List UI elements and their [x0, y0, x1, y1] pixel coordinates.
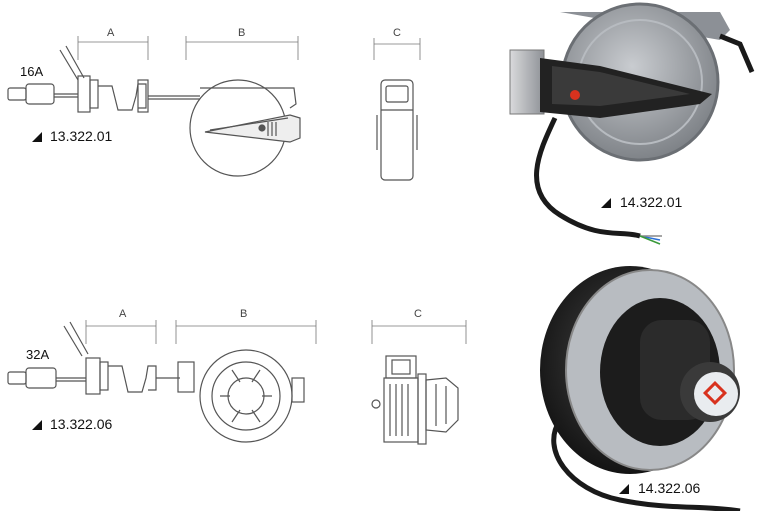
triangle-marker-icon — [32, 420, 42, 430]
bottom-reel-drawing — [199, 349, 305, 443]
triangle-marker-icon — [32, 132, 42, 142]
bottom-dimension-lines — [85, 320, 467, 344]
bottom-dim-b-label: B — [240, 308, 248, 320]
top-amperage-label: 16A — [20, 64, 44, 79]
bottom-drawing-code: 13.322.06 — [50, 416, 113, 432]
top-plug-drawing — [7, 45, 200, 113]
top-dim-a-label: A — [107, 27, 115, 39]
top-dimension-lines — [77, 36, 421, 60]
top-side-drawing — [376, 79, 418, 181]
top-dim-b-label: B — [238, 27, 246, 39]
bottom-photo-code: 14.322.06 — [638, 480, 701, 496]
triangle-marker-icon — [601, 198, 611, 208]
top-reel-drawing — [189, 79, 301, 177]
top-photo-code: 14.322.01 — [620, 194, 683, 210]
top-drawing-code: 13.322.01 — [50, 128, 113, 144]
top-dim-c-label: C — [393, 27, 401, 39]
triangle-marker-icon — [619, 484, 629, 494]
bottom-dim-a-label: A — [119, 308, 127, 320]
top-reel-photo — [509, 2, 755, 245]
bottom-reel-photo — [540, 266, 741, 511]
bottom-dim-c-label: C — [414, 308, 422, 320]
bottom-plug-drawing — [7, 321, 195, 395]
bottom-amperage-label: 32A — [26, 347, 50, 362]
bottom-side-drawing — [371, 355, 459, 445]
